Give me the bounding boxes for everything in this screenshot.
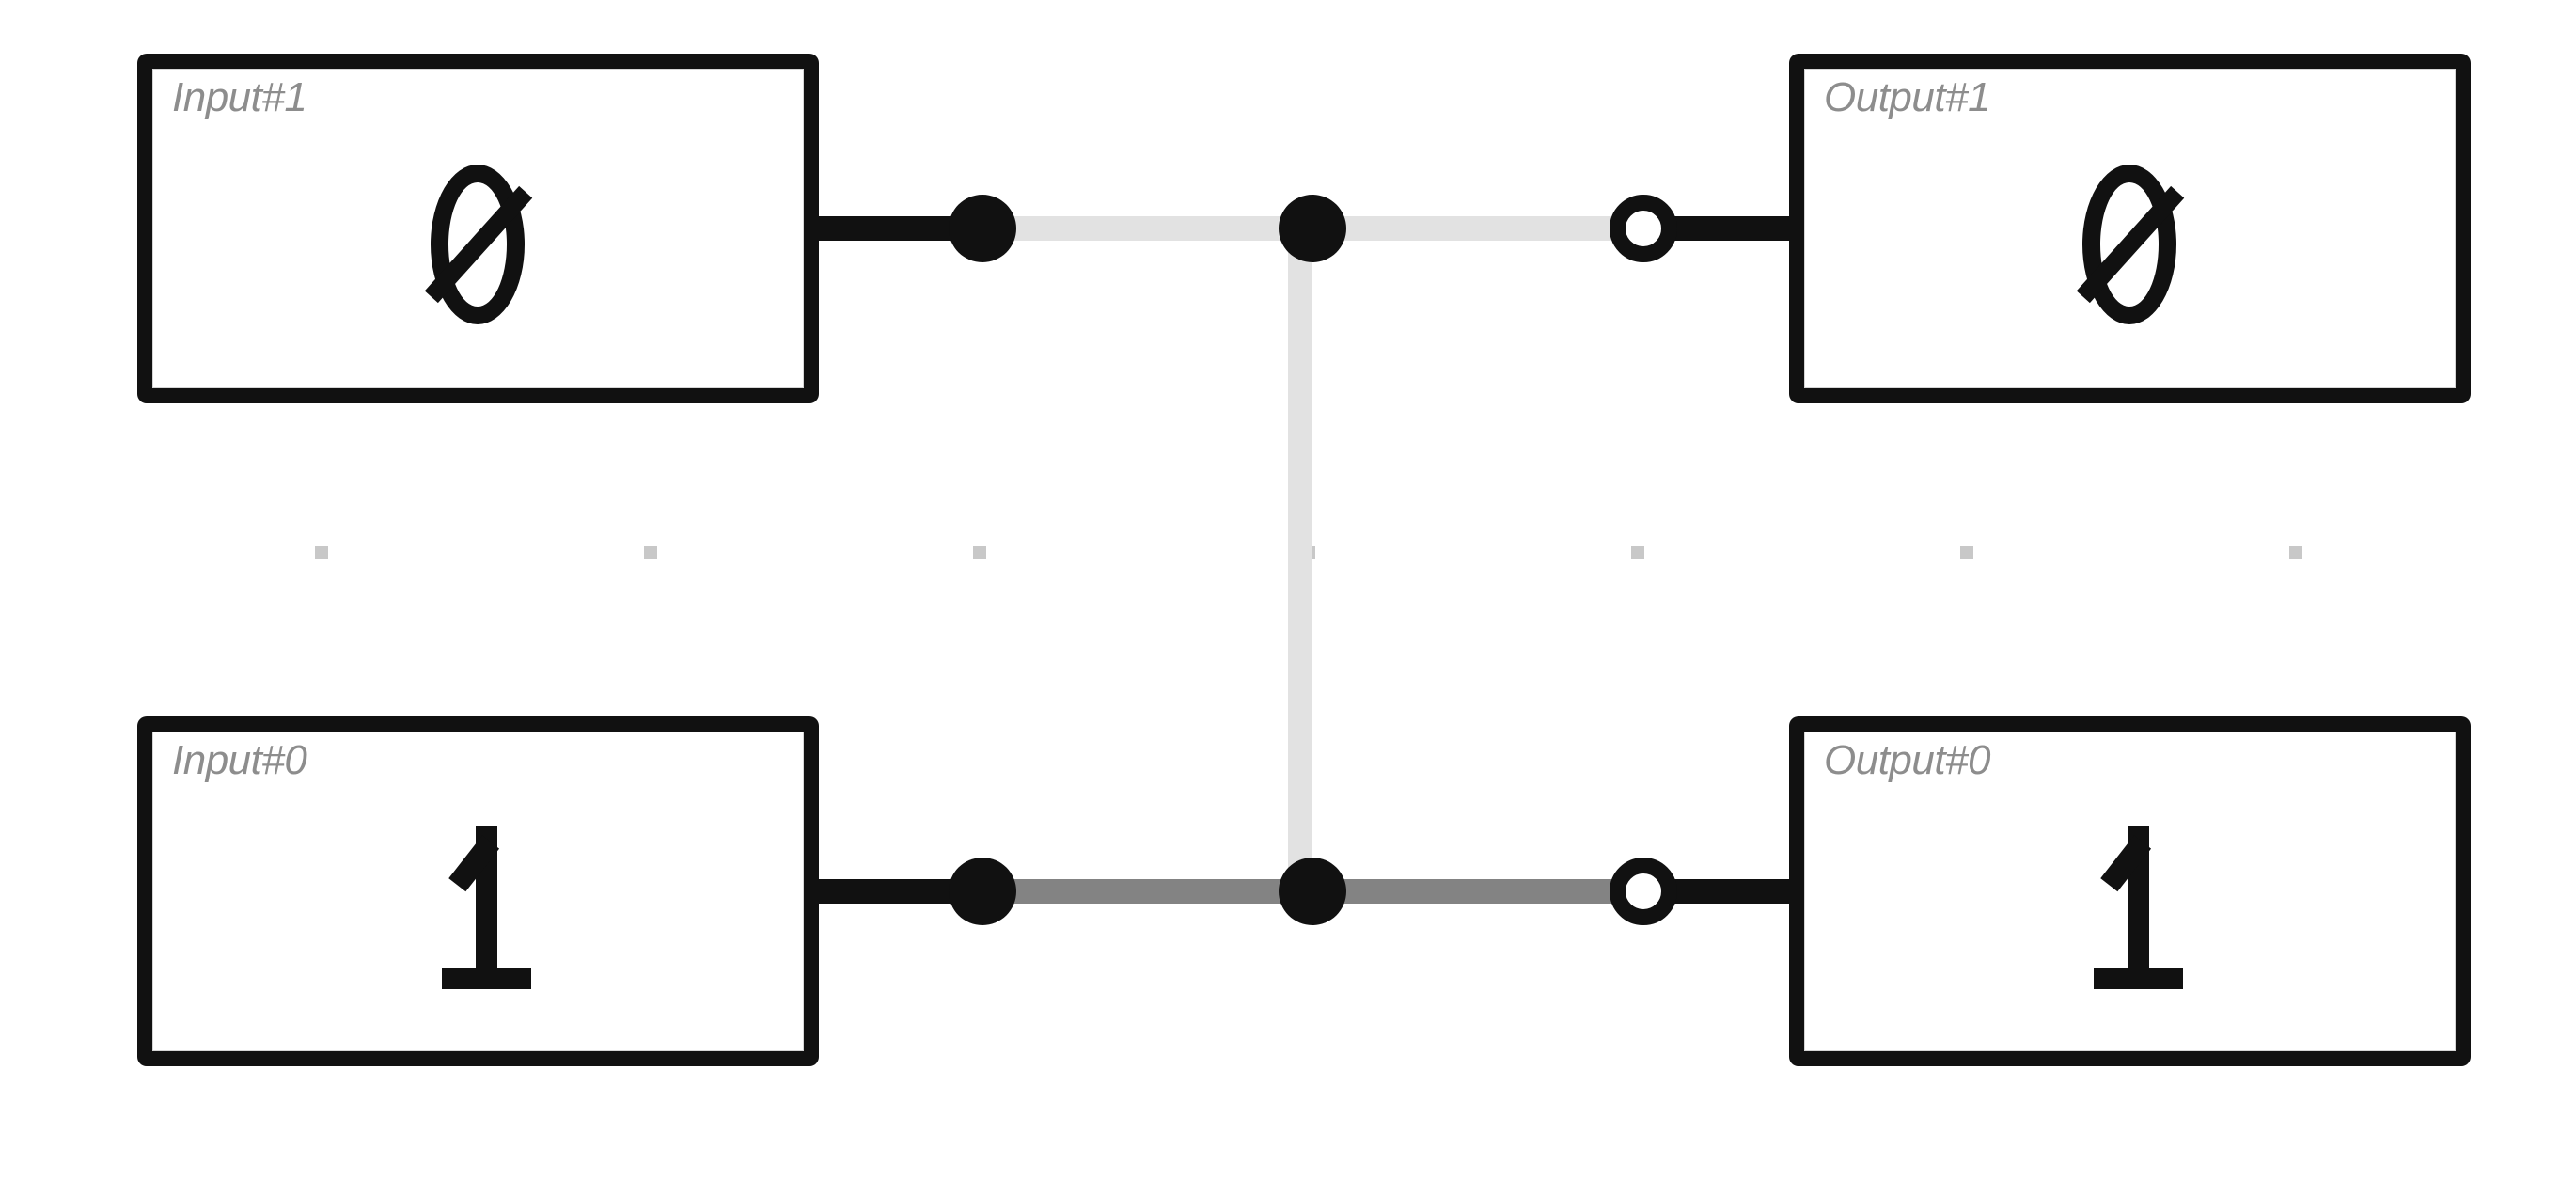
block-inner-panel: Input#0 [152,732,804,1051]
block-inner-panel: Input#1 [152,69,804,388]
one-foot [2093,968,2183,989]
slashed-zero-glyph-icon [2069,155,2191,334]
one-foot [441,968,531,989]
io-block-output-1[interactable]: Output#1 [1789,54,2471,403]
block-value[interactable] [1805,732,2455,1050]
one-glyph-icon [417,818,540,997]
grid-dot [315,546,328,559]
block-label: Input#0 [172,737,307,783]
slashed-zero-glyph-icon [417,155,540,334]
block-label: Input#1 [172,74,307,120]
input-pin-node-icon[interactable] [1610,195,1677,262]
grid-dot [1960,546,1973,559]
io-block-output-0[interactable]: Output#0 [1789,716,2471,1066]
io-block-input-1[interactable]: Input#1 [137,54,819,403]
input-pin-node-icon[interactable] [1610,858,1677,925]
one-glyph-icon [2069,818,2191,997]
block-value[interactable] [1805,70,2455,387]
output-pin-node-icon[interactable] [1279,858,1346,925]
wire-0[interactable] [1288,228,1312,891]
block-inner-panel: Output#0 [1804,732,2456,1051]
grid-dot [973,546,986,559]
output-pin-node-icon[interactable] [949,195,1016,262]
block-value[interactable] [153,70,803,387]
block-value[interactable] [153,732,803,1050]
output-pin-node-icon[interactable] [1279,195,1346,262]
grid-dot [1631,546,1644,559]
output-pin-node-icon[interactable] [949,858,1016,925]
block-inner-panel: Output#1 [1804,69,2456,388]
io-block-input-0[interactable]: Input#0 [137,716,819,1066]
block-label: Output#1 [1824,74,1991,120]
grid-dot [644,546,657,559]
block-label: Output#0 [1824,737,1991,783]
grid-dot [2289,546,2302,559]
